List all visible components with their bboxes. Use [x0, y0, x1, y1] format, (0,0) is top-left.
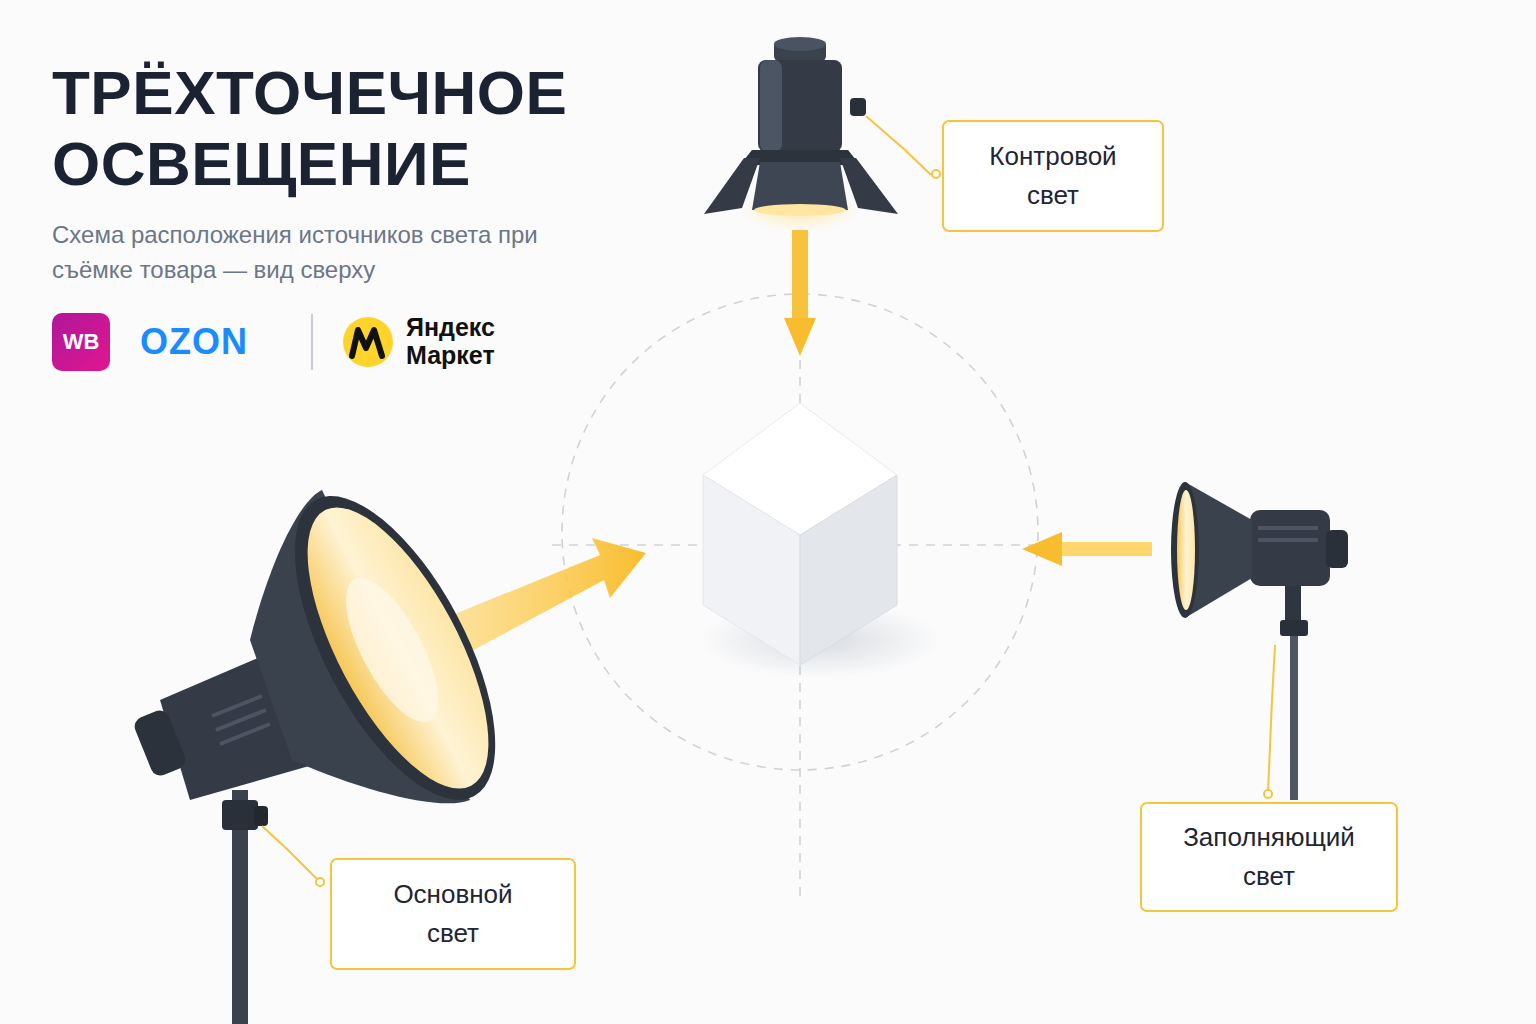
light-arrows — [440, 230, 1152, 660]
page-title: ТРЁХТОЧЕЧНОЕ ОСВЕЩЕНИЕ — [52, 58, 612, 199]
page-caption: Схема расположения источников света при … — [52, 218, 592, 288]
callout-text: Основной свет — [365, 875, 541, 953]
wb-logo: WB — [52, 313, 110, 371]
fill-light — [1171, 482, 1348, 800]
back-light — [704, 37, 898, 232]
ozon-logo: OZON — [140, 318, 248, 366]
callout-text: Заполняющий свет — [1175, 818, 1363, 896]
guide-circle — [552, 294, 1050, 900]
yandex-market-icon — [343, 317, 393, 367]
callout-box: Контровой свет — [942, 120, 1164, 232]
callout-box: Заполняющий свет — [1140, 802, 1398, 912]
callout-box: Основной свет — [330, 858, 576, 970]
logo-separator — [312, 314, 313, 370]
callout-text: Контровой свет — [977, 137, 1129, 215]
yandex-market-logo: Яндекс Маркет — [406, 313, 524, 369]
product-cube — [700, 403, 940, 678]
